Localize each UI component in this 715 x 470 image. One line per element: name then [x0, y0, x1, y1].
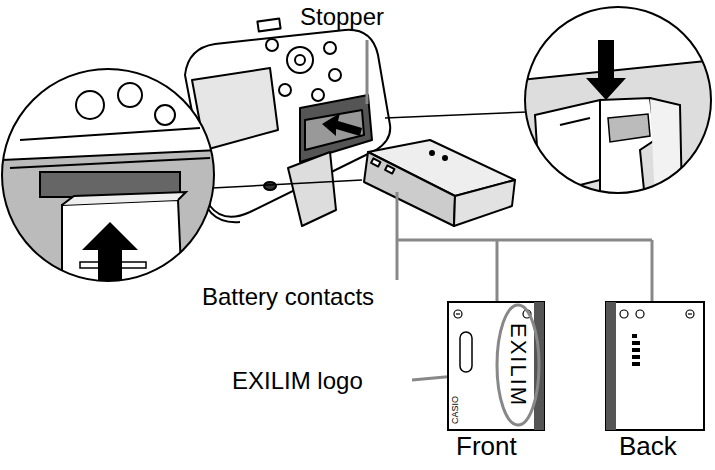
part-label: EXILIM logo	[232, 368, 363, 394]
view-label: Front	[456, 432, 517, 461]
battery-front	[448, 302, 544, 430]
insert-arrow	[322, 113, 362, 136]
magnifier-lines	[212, 112, 527, 188]
part-label: Stopper	[300, 4, 384, 30]
battery	[364, 140, 515, 226]
battery-back	[606, 302, 704, 430]
magnified-view-left	[0, 60, 220, 290]
view-label: Back	[619, 432, 677, 461]
camera	[185, 19, 390, 226]
part-label: Battery contacts	[202, 284, 374, 310]
logo-text: EXILIM	[506, 323, 530, 407]
magnified-view-right	[520, 0, 715, 200]
brand-text: CASIO	[451, 396, 461, 424]
